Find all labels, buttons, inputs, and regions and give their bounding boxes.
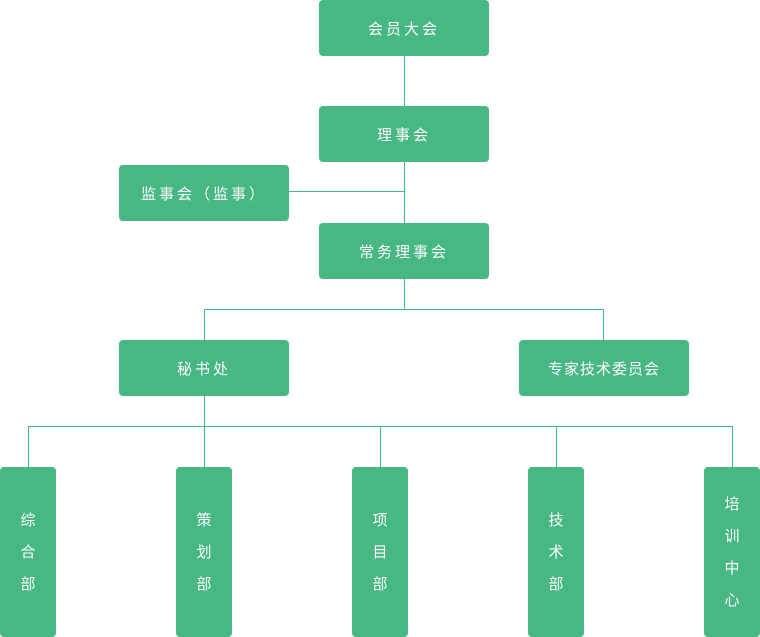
department-label: 培训中心 — [724, 495, 740, 609]
connector-to-secretariat — [204, 309, 205, 341]
department-label: 策划部 — [196, 511, 212, 593]
connector-secretariat-down — [204, 395, 205, 468]
node-standing-council: 常务理事会 — [319, 223, 489, 279]
node-department: 策划部 — [176, 467, 232, 637]
connector-assembly-council — [404, 55, 405, 107]
connector-dept-4 — [556, 426, 557, 468]
connector-to-expert-committee — [603, 309, 604, 341]
department-label: 综合部 — [20, 511, 36, 593]
node-secretariat: 秘书处 — [119, 340, 289, 396]
node-council: 理事会 — [319, 106, 489, 162]
node-department: 培训中心 — [704, 467, 760, 637]
connector-supervisory — [288, 191, 405, 192]
department-label: 项目部 — [372, 511, 388, 593]
node-supervisory-board: 监事会（监事） — [119, 165, 289, 221]
department-label: 技术部 — [548, 511, 564, 593]
connector-dept-1 — [28, 426, 29, 468]
node-department: 综合部 — [0, 467, 56, 637]
connector-dept-3 — [380, 426, 381, 468]
node-expert-committee: 专家技术委员会 — [519, 340, 689, 396]
node-general-assembly: 会员大会 — [319, 0, 489, 56]
connector-council-standing — [404, 161, 405, 224]
node-department: 项目部 — [352, 467, 408, 637]
node-department: 技术部 — [528, 467, 584, 637]
connector-standing-down — [404, 278, 405, 310]
connector-dept-5 — [732, 426, 733, 468]
connector-level2-horizontal — [204, 309, 604, 310]
